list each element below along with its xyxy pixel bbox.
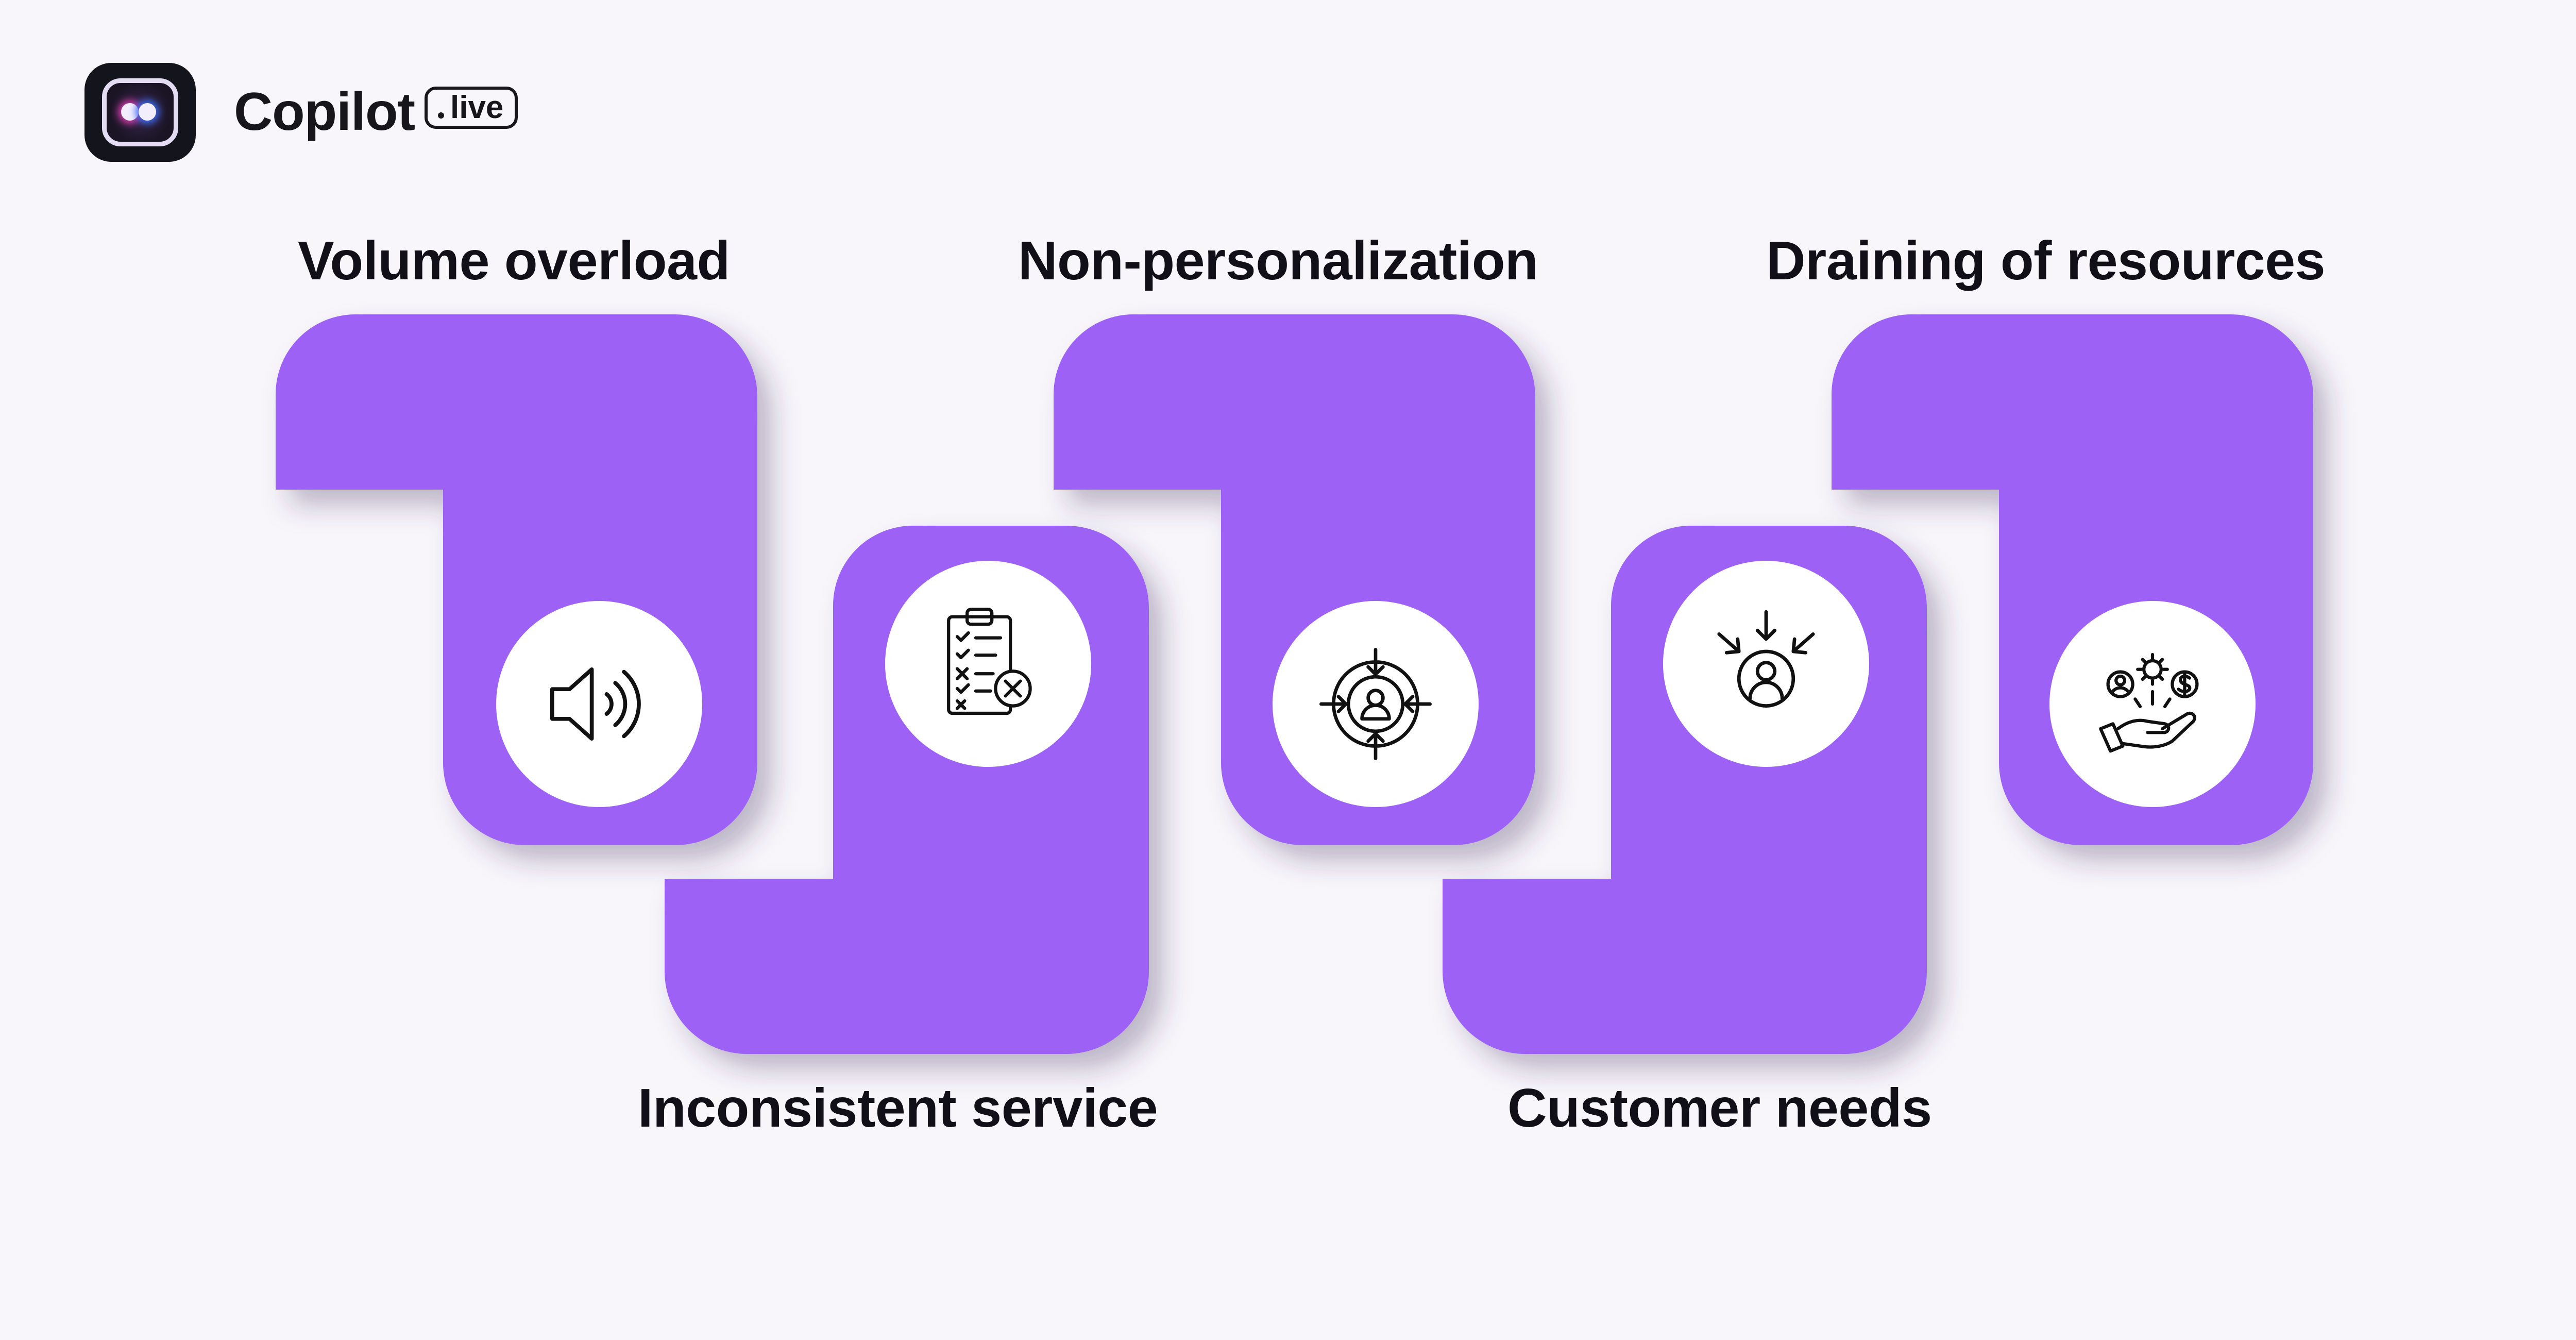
copilot-logo-icon — [84, 63, 196, 162]
user-target-icon — [1273, 601, 1479, 807]
step-label-volume-overload: Volume overload — [298, 230, 730, 291]
customer-focus-icon — [1663, 561, 1869, 767]
brand-name: Copilot — [234, 82, 415, 142]
step-label-inconsistent-service: Inconsistent service — [638, 1078, 1158, 1138]
step-label-draining-of-resources: Draining of resources — [1766, 230, 2326, 291]
resources-hand-icon — [2049, 601, 2256, 807]
brand-tag: live — [425, 87, 518, 129]
step-label-customer-needs: Customer needs — [1507, 1078, 1932, 1138]
speaker-volume-icon — [496, 601, 702, 807]
step-label-non-personalization: Non-personalization — [1018, 230, 1538, 291]
checklist-error-icon — [885, 561, 1091, 767]
